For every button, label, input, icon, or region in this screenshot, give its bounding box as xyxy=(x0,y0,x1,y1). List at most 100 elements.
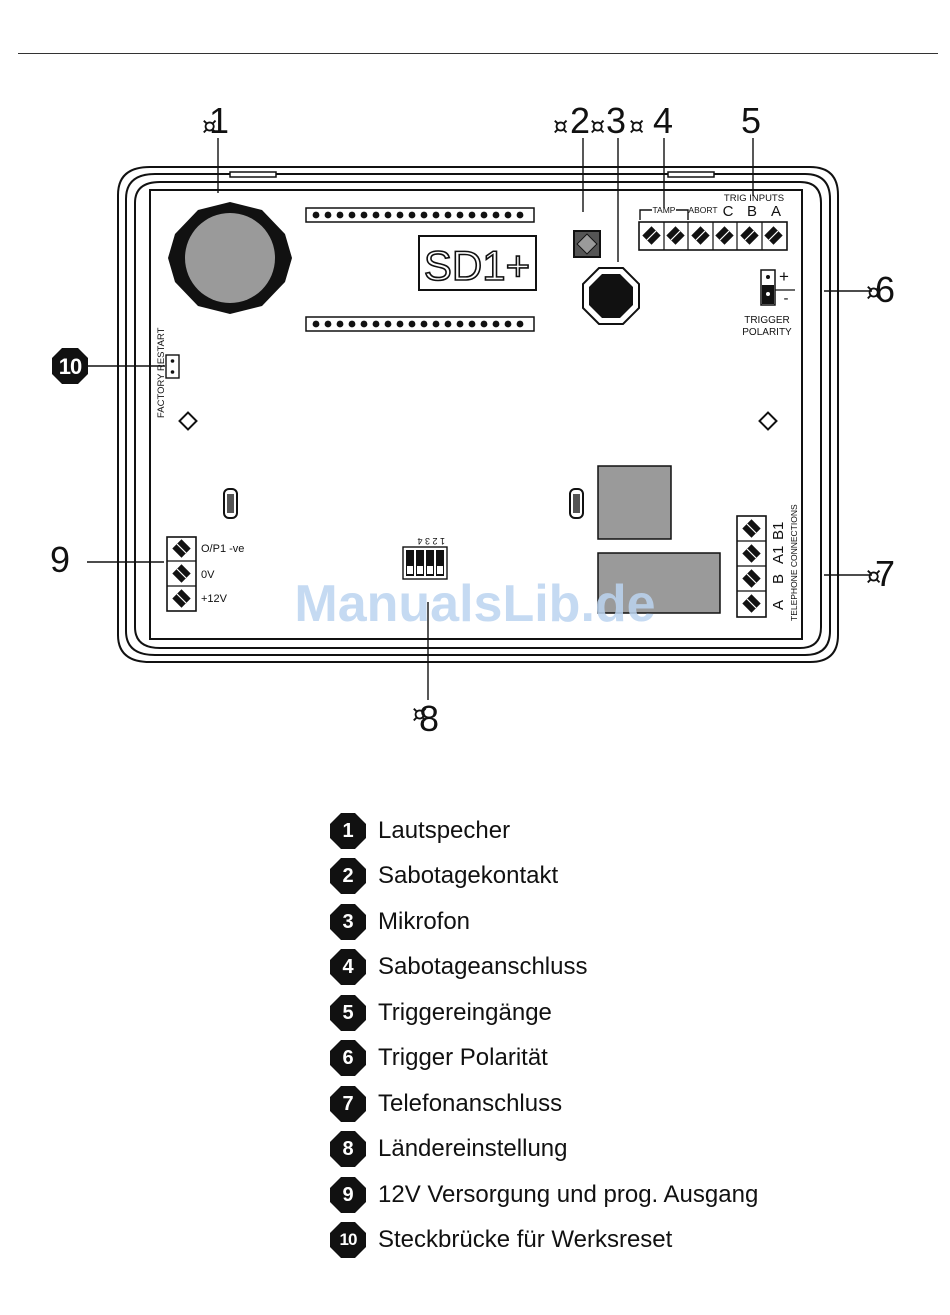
number-badge-icon: 1 xyxy=(330,812,366,849)
plus12v-label: +12V xyxy=(201,593,228,605)
op1-label: O/P1 -ve xyxy=(201,543,244,555)
callout-10-badge: 10 xyxy=(52,348,88,384)
tamp-bracket xyxy=(639,209,689,220)
enclosure-outline xyxy=(117,166,839,663)
legend-text: Triggereingänge xyxy=(378,998,552,1026)
legend-text: Sabotageanschluss xyxy=(378,953,588,981)
number-badge-icon: 6 xyxy=(330,1040,366,1077)
trig-inputs-label: TRIG INPUTS xyxy=(724,193,784,204)
legend-item-5: 5 Triggereingänge xyxy=(330,990,890,1036)
tel-a-label: A xyxy=(770,600,787,610)
polarity-plus: + xyxy=(779,267,789,286)
callout-marker-7: ¤ xyxy=(866,562,881,590)
mounting-hole-right xyxy=(758,411,778,431)
legend-item-6: 6 Trigger Polarität xyxy=(330,1036,890,1082)
tel-a1-label: A1 xyxy=(770,546,787,564)
legend-item-8: 8 Ländereinstellung xyxy=(330,1127,890,1173)
legend-text: Sabotagekontakt xyxy=(378,862,559,890)
circuit-board-diagram: SD1+ TRIG INPUTS TAMP ABORT C B A xyxy=(50,100,895,739)
legend-item-2: 2 Sabotagekontakt xyxy=(330,854,890,900)
speaker xyxy=(168,202,292,314)
legend-item-7: 7 Telefonanschluss xyxy=(330,1081,890,1127)
telephone-connections-label: TELEPHONE CONNECTIONS xyxy=(789,504,799,621)
callout-6: 6 xyxy=(875,269,895,310)
top-clip-left xyxy=(229,171,277,178)
mounting-hole-left xyxy=(178,411,198,431)
polarity-minus: - xyxy=(784,290,789,307)
badge-number: 3 xyxy=(342,910,354,933)
header-strip-bottom xyxy=(305,316,535,332)
badge-number: 9 xyxy=(342,1183,354,1206)
callout-10: 10 xyxy=(59,354,82,379)
number-badge-icon: 7 xyxy=(330,1085,366,1122)
top-clip-right xyxy=(667,171,715,178)
callout-marker-3: ¤ xyxy=(629,112,644,140)
tel-b1-label: B1 xyxy=(770,522,787,540)
badge-number: 5 xyxy=(342,1001,354,1024)
microphone xyxy=(582,267,640,325)
trigger-polarity-label-1: TRIGGER xyxy=(744,315,790,326)
legend-text: Trigger Polarität xyxy=(378,1044,548,1072)
dip-switch xyxy=(402,546,448,580)
legend-text: Ländereinstellung xyxy=(378,1135,568,1163)
legend-text: Mikrofon xyxy=(378,907,471,935)
number-badge-icon: 2 xyxy=(330,858,366,895)
number-badge-icon: 4 xyxy=(330,949,366,986)
trigger-polarity-jumper xyxy=(760,269,795,306)
header-strip-top xyxy=(305,207,535,223)
badge-number: 6 xyxy=(342,1047,354,1070)
legend-item-10: 10 Steckbrücke für Werksreset xyxy=(330,1218,890,1264)
tamper-switch xyxy=(573,230,601,258)
callout-4: 4 xyxy=(653,100,673,141)
callout-8: 8 xyxy=(419,698,439,739)
pcb-board xyxy=(149,189,803,640)
factory-restart-jumper xyxy=(165,354,180,379)
callout-marker-1: ¤ xyxy=(202,112,217,140)
callout-3: 3 xyxy=(606,100,626,141)
logo-box xyxy=(418,235,537,291)
tel-b-label: B xyxy=(770,574,787,584)
trig-terminal-block xyxy=(638,221,788,251)
legend: 1 Lautspecher 2 Sabotagekontakt 3 Mikrof… xyxy=(330,808,890,1263)
callout-marker-8: ¤ xyxy=(412,700,427,728)
badge-number: 10 xyxy=(339,1230,358,1250)
trig-b-label: B xyxy=(747,203,757,220)
zero-v-label: 0V xyxy=(201,569,215,581)
component-block-lower xyxy=(597,552,721,614)
trig-c-label: C xyxy=(723,203,734,220)
telephone-terminal-block xyxy=(736,515,767,618)
callout-1: 1 xyxy=(209,100,229,141)
component-block-upper xyxy=(597,465,672,540)
number-badge-icon: 8 xyxy=(330,1131,366,1168)
callout-5: 5 xyxy=(741,100,761,141)
badge-number: 1 xyxy=(342,819,354,842)
badge-number: 2 xyxy=(342,865,354,888)
number-badge-icon: 5 xyxy=(330,994,366,1031)
legend-item-1: 1 Lautspecher xyxy=(330,808,890,854)
slot-right xyxy=(569,488,584,519)
watermark: ManualsLib.de xyxy=(294,575,656,633)
abort-label: ABORT xyxy=(688,205,717,215)
factory-restart-label: FACTORY RESTART xyxy=(156,327,167,418)
callout-marker-2a: ¤ xyxy=(553,112,568,140)
legend-text: Steckbrücke für Werksreset xyxy=(378,1226,673,1254)
tamp-label: TAMP xyxy=(653,205,676,215)
callout-marker-2b: ¤ xyxy=(590,112,605,140)
trigger-polarity-label-2: POLARITY xyxy=(742,327,792,338)
callout-9: 9 xyxy=(50,539,70,580)
legend-item-9: 9 12V Versorgung und prog. Ausgang xyxy=(330,1172,890,1218)
number-badge-icon: 3 xyxy=(330,903,366,940)
badge-number: 8 xyxy=(342,1138,354,1161)
number-badge-icon: 10 xyxy=(330,1222,366,1259)
top-rule xyxy=(18,53,938,54)
callout-marker-6: ¤ xyxy=(866,278,881,306)
legend-text: Lautspecher xyxy=(378,816,511,844)
logo-text: SD1+ xyxy=(424,242,530,289)
legend-item-4: 4 Sabotageanschluss xyxy=(330,945,890,991)
badge-number: 7 xyxy=(342,1092,354,1115)
callout-2: 2 xyxy=(570,100,590,141)
power-terminal-block xyxy=(166,536,197,612)
callout-7: 7 xyxy=(875,553,895,594)
dip-switch-numbers: 1 2 3 4 xyxy=(417,536,445,546)
legend-text: 12V Versorgung und prog. Ausgang xyxy=(378,1180,759,1208)
